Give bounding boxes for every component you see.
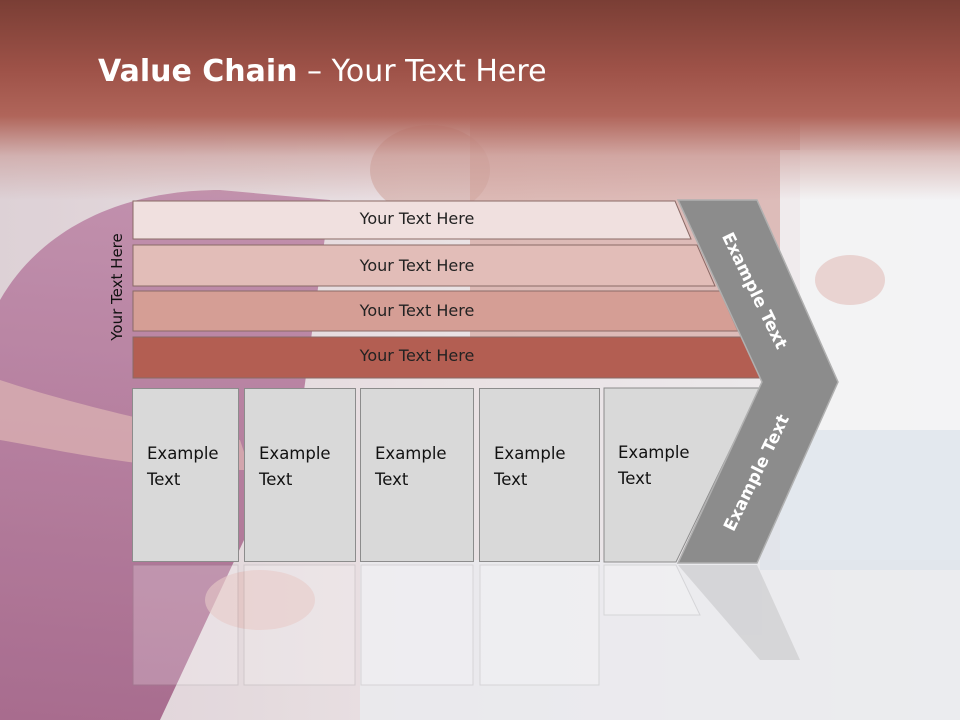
column-5-line-2: Text xyxy=(618,469,652,488)
primary-column-3: Example Text xyxy=(360,388,474,562)
primary-column-1: Example Text xyxy=(132,388,239,562)
column-3-line-1: Example xyxy=(375,444,447,463)
column-1-line-2: Text xyxy=(147,470,181,489)
support-row-3-label: Your Text Here xyxy=(359,301,475,320)
header-band xyxy=(0,0,960,200)
column-2-line-1: Example xyxy=(259,444,331,463)
primary-column-4: Example Text xyxy=(479,388,600,562)
title-rest: – Your Text Here xyxy=(297,54,547,89)
primary-column-2: Example Text xyxy=(244,388,356,562)
column-1-line-1: Example xyxy=(147,444,219,463)
support-row-1 xyxy=(132,200,692,240)
support-row-4-label: Your Text Here xyxy=(359,346,475,365)
column-4-line-1: Example xyxy=(494,444,566,463)
column-2-line-2: Text xyxy=(259,470,293,489)
title-bold: Value Chain xyxy=(98,54,298,89)
reflection xyxy=(132,564,800,686)
support-row-2 xyxy=(132,244,716,287)
support-row-2-label: Your Text Here xyxy=(359,256,475,275)
primary-column-5-shape xyxy=(603,387,761,563)
support-row-1-label: Your Text Here xyxy=(359,209,475,228)
slide-title: Value Chain – Your Text Here xyxy=(98,54,547,89)
column-5-line-1: Example xyxy=(618,443,690,462)
column-4-line-2: Text xyxy=(494,470,528,489)
margin-chevron xyxy=(676,199,839,564)
primary-column-5: Example Text xyxy=(604,388,724,562)
column-3-line-2: Text xyxy=(375,470,409,489)
